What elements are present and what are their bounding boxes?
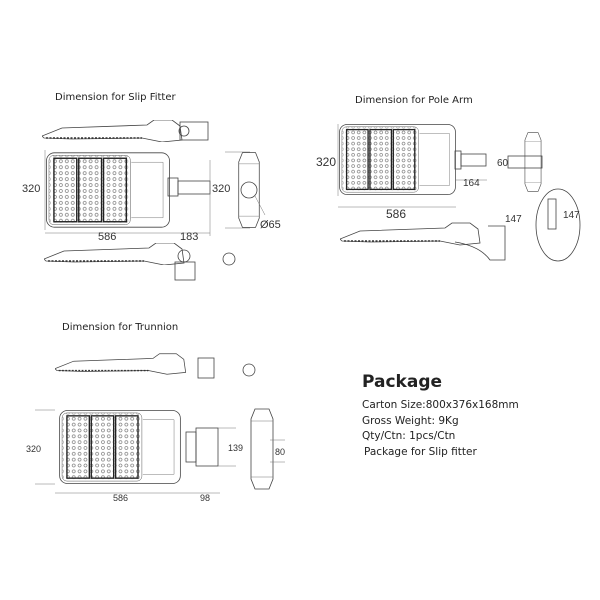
qty-per-carton: Qty/Ctn: 1pcs/Ctn xyxy=(362,430,456,442)
pole-arm-dim: 164 xyxy=(463,178,480,189)
slip-bracket-dim: 183 xyxy=(180,231,198,243)
package-info: Package Carton Size:800x376x168mm Gross … xyxy=(362,372,519,460)
trunnion-end-width-dim: 80 xyxy=(275,447,285,457)
pole-side-view xyxy=(340,222,481,246)
slip-fitter-bracket xyxy=(179,121,209,141)
slip-diameter-dim: Ø65 xyxy=(260,219,281,231)
pole-detail-dim: 147 xyxy=(563,210,580,221)
trunnion-length-dim: 586 xyxy=(113,493,128,503)
pole-detail-view xyxy=(535,188,581,262)
rotation-icon-2 xyxy=(242,363,256,377)
package-title: Package xyxy=(362,372,443,392)
pole-arm-title: Dimension for Pole Arm xyxy=(355,95,473,106)
trunnion-bracket-dim: 98 xyxy=(200,493,210,503)
trunnion-bracket-height-dim: 139 xyxy=(228,443,243,453)
slip-side-view-2 xyxy=(44,243,185,265)
slip-length-dim: 586 xyxy=(98,231,116,243)
slip-end-view xyxy=(238,152,260,228)
pole-side-dim: 147 xyxy=(505,214,522,225)
trunnion-height-dim: 320 xyxy=(26,444,41,454)
pole-length-dim: 586 xyxy=(386,207,406,221)
carton-size: Carton Size:800x376x168mm xyxy=(362,399,519,411)
trunnion-side-view xyxy=(55,352,187,376)
trunnion-title: Dimension for Trunnion xyxy=(62,322,178,333)
pole-end-view xyxy=(524,132,542,192)
pole-height-dim: 320 xyxy=(316,155,336,169)
trunnion-end-view xyxy=(250,408,274,490)
trunnion-top-view xyxy=(58,410,182,484)
slip-fitter-title: Dimension for Slip Fitter xyxy=(55,92,176,103)
rotation-icon xyxy=(222,252,236,266)
slip-joint xyxy=(178,125,190,137)
pole-top-view xyxy=(339,124,456,195)
slip-top-view xyxy=(46,152,170,228)
package-note: Package for Slip fitter xyxy=(364,445,477,458)
slip-side-view xyxy=(42,120,183,142)
pole-end-width-dim: 60 xyxy=(497,158,509,169)
slip-height-dim: 320 xyxy=(22,183,40,195)
gross-weight: Gross Weight: 9Kg xyxy=(362,414,459,427)
slip-end-height-dim: 320 xyxy=(212,183,230,195)
